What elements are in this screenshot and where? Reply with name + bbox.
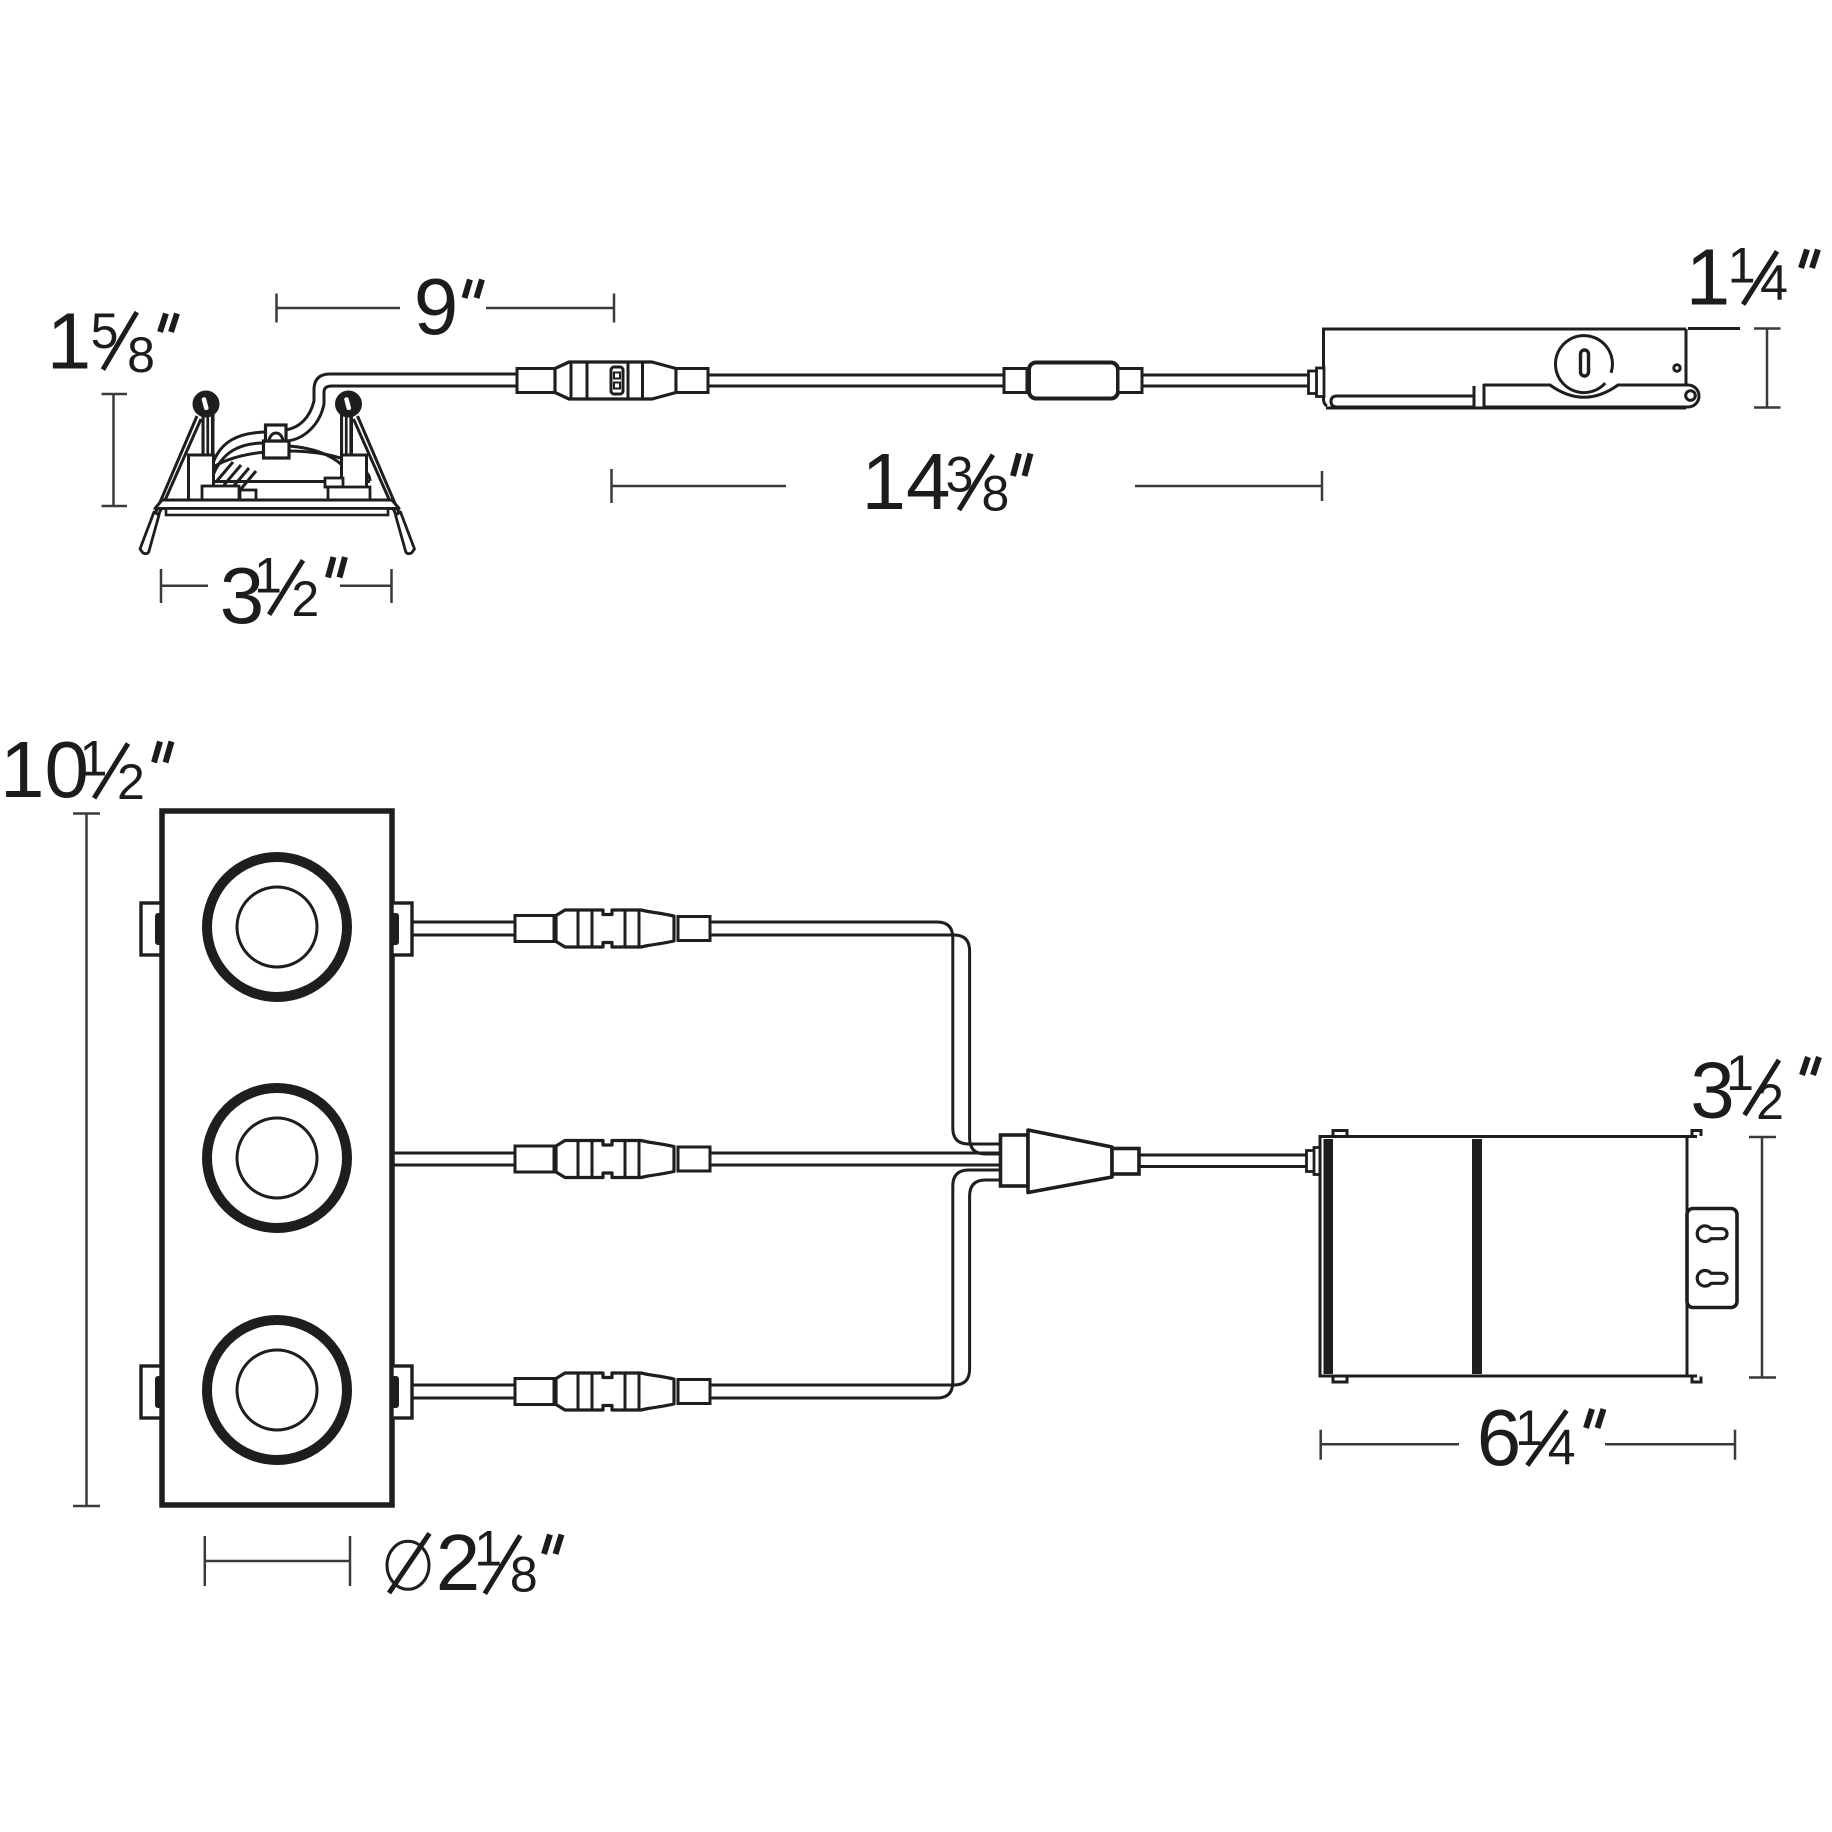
- svg-text:2: 2: [1756, 1074, 1784, 1130]
- svg-text:1: 1: [254, 547, 282, 603]
- svg-text:8: 8: [510, 1547, 538, 1603]
- svg-text:4: 4: [1548, 1420, 1576, 1476]
- svg-text:14: 14: [862, 437, 951, 526]
- svg-text:4: 4: [1760, 255, 1788, 311]
- svg-text:9: 9: [414, 262, 459, 351]
- svg-text:8: 8: [127, 327, 155, 383]
- svg-text:1: 1: [1686, 233, 1731, 322]
- svg-text:3: 3: [1690, 1046, 1735, 1135]
- svg-text:1: 1: [1726, 1045, 1754, 1101]
- svg-text:1: 1: [47, 297, 92, 386]
- svg-text:1: 1: [474, 1520, 502, 1576]
- svg-text:10: 10: [0, 725, 89, 814]
- svg-text:1: 1: [80, 731, 108, 787]
- svg-text:8: 8: [981, 466, 1009, 522]
- svg-text:2: 2: [117, 754, 145, 810]
- svg-text:3: 3: [220, 551, 265, 640]
- svg-text:1: 1: [1728, 237, 1756, 293]
- svg-text:2: 2: [291, 571, 319, 627]
- svg-text:6: 6: [1477, 1393, 1522, 1482]
- svg-text:2: 2: [436, 1518, 481, 1607]
